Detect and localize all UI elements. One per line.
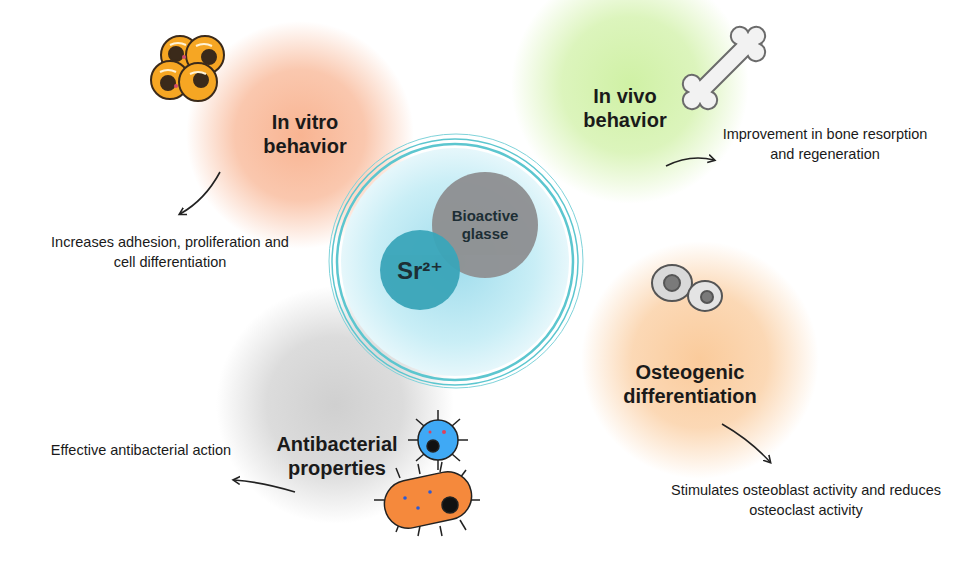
property-area: In vivo behaviorImprovement in bone reso… bbox=[520, 0, 740, 180]
bacteria-icon bbox=[374, 410, 480, 536]
cell-cluster-icon bbox=[151, 36, 224, 101]
property-description: Stimulates osteoblast activity and reduc… bbox=[666, 480, 946, 520]
circle-label: Sr²⁺ bbox=[385, 256, 455, 285]
central-ring bbox=[329, 134, 583, 388]
soft-blob bbox=[580, 240, 820, 480]
leader-arrows bbox=[180, 158, 770, 492]
property-area: In vitro behaviorIncreases adhesion, pro… bbox=[200, 40, 400, 230]
property-description: Effective antibacterial action bbox=[16, 440, 266, 460]
circle-label: Bioactive glasse bbox=[440, 207, 530, 243]
property-heading: Antibacterial properties bbox=[262, 432, 412, 480]
property-description: Improvement in bone resorption and regen… bbox=[720, 124, 930, 164]
property-description: Increases adhesion, proliferation and ce… bbox=[40, 232, 300, 272]
ion-circle: Sr²⁺ bbox=[380, 230, 460, 310]
bone-icon bbox=[683, 27, 765, 109]
property-area: Osteogenic differentiationStimulates ost… bbox=[600, 320, 820, 460]
property-area: Antibacterial propertiesEffective antiba… bbox=[250, 400, 430, 520]
property-heading: In vitro behavior bbox=[250, 110, 360, 158]
bone-cells-icon bbox=[652, 265, 722, 311]
property-heading: Osteogenic differentiation bbox=[600, 360, 780, 408]
property-heading: In vivo behavior bbox=[565, 84, 685, 132]
